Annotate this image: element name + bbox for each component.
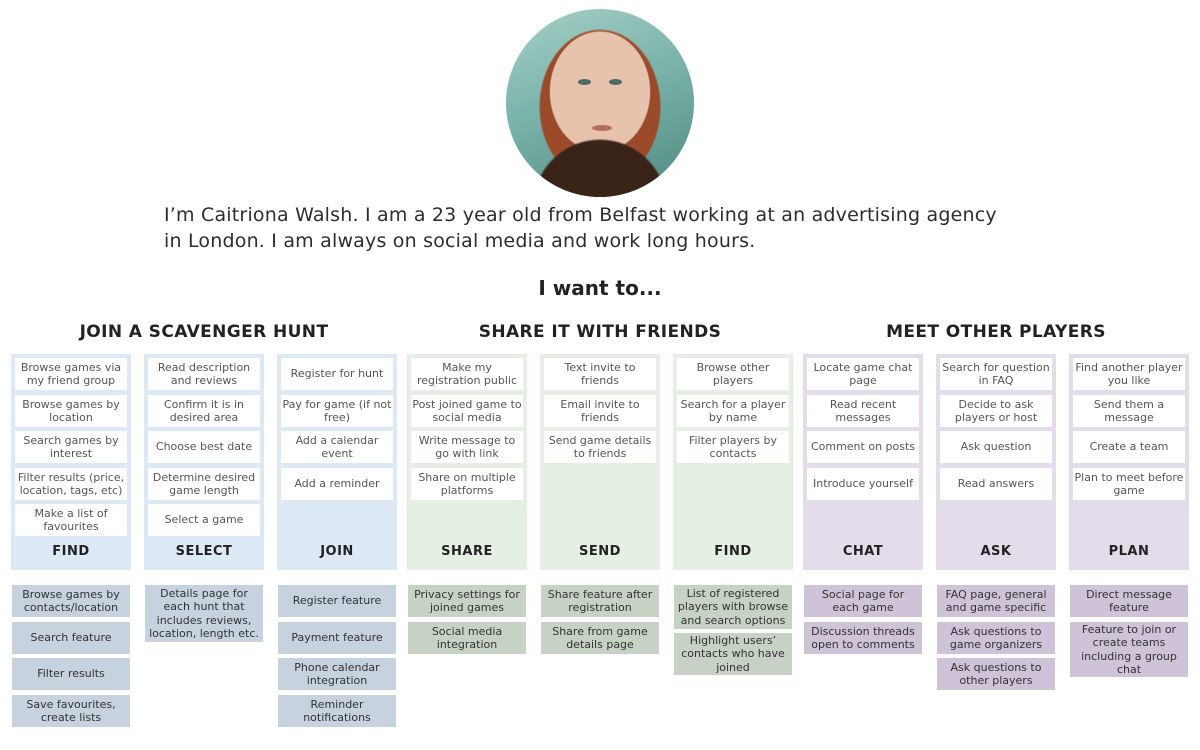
feature-card: Discussion threads open to comments [804, 622, 922, 654]
task-card: Read answers [940, 468, 1052, 500]
task-card: Share on multiple platforms [411, 468, 523, 500]
persona-intro-line2: in London. I am always on social media a… [164, 230, 756, 252]
task-card: Decide to ask players or host [940, 395, 1052, 427]
feature-card: Payment feature [278, 622, 396, 654]
task-card: Write message to go with link [411, 431, 523, 463]
task-card: Browse other players [677, 358, 789, 390]
task-card: Introduce yourself [807, 468, 919, 500]
feature-card: FAQ page, general and game specific [937, 585, 1055, 617]
feature-card: Highlight users’ contacts who have joine… [674, 633, 792, 675]
task-card: Make my registration public [411, 358, 523, 390]
column-label-join: JOIN [320, 544, 354, 559]
column-label-plan: PLAN [1108, 544, 1150, 559]
column-label-find: FIND [714, 544, 752, 559]
eye-left [578, 79, 591, 85]
task-card: Find another player you like [1073, 358, 1185, 390]
task-card: Read recent messages [807, 395, 919, 427]
task-card: Create a team [1073, 431, 1185, 463]
task-card: Browse games by location [15, 395, 127, 427]
feature-card: Ask questions to other players [937, 658, 1055, 690]
group-title-share: SHARE IT WITH FRIENDS [478, 322, 722, 342]
task-card: Plan to meet before game [1073, 468, 1185, 500]
persona-intro-line1: I’m Caitriona Walsh. I am a 23 year old … [164, 204, 997, 226]
group-title-meet: MEET OTHER PLAYERS [886, 322, 1106, 342]
task-card: Make a list of favourites [15, 504, 127, 536]
task-card: Post joined game to social media [411, 395, 523, 427]
task-card: Add a reminder [281, 468, 393, 500]
feature-card: Details page for each hunt that includes… [145, 585, 263, 642]
task-card: Register for hunt [281, 358, 393, 390]
column-label-ask: ASK [980, 544, 1012, 559]
column-label-select: SELECT [175, 544, 233, 559]
column-find-games: Browse games via my friend group Browse … [11, 354, 131, 570]
column-chat: Locate game chat page Read recent messag… [803, 354, 923, 570]
column-label-share: SHARE [441, 544, 493, 559]
column-send: Text invite to friends Email invite to f… [540, 354, 660, 570]
task-card: Browse games via my friend group [15, 358, 127, 390]
column-plan: Find another player you like Send them a… [1069, 354, 1189, 570]
task-card: Ask question [940, 431, 1052, 463]
lips [592, 125, 612, 131]
feature-card: Search feature [12, 622, 130, 654]
task-card: Search for question in FAQ [940, 358, 1052, 390]
feature-card: Filter results [12, 658, 130, 690]
group-title-join: JOIN A SCAVENGER HUNT [79, 322, 329, 342]
feature-card: Save favourites, create lists [12, 695, 130, 727]
task-card: Filter results (price, location, tags, e… [15, 468, 127, 500]
feature-card: List of registered players with browse a… [674, 585, 792, 629]
column-select: Read description and reviews Confirm it … [144, 354, 264, 570]
feature-card: Share from game details page [541, 622, 659, 654]
feature-card: Feature to join or create teams includin… [1070, 622, 1188, 677]
feature-card: Phone calendar integration [278, 658, 396, 690]
feature-card: Share feature after registration [541, 585, 659, 617]
task-card: Email invite to friends [544, 395, 656, 427]
eye-right [609, 79, 622, 85]
column-label-send: SEND [579, 544, 621, 559]
task-card: Send them a message [1073, 395, 1185, 427]
persona-intro: I’m Caitriona Walsh. I am a 23 year old … [164, 202, 1064, 254]
task-card: Confirm it is in desired area [148, 395, 260, 427]
task-card: Text invite to friends [544, 358, 656, 390]
column-label-find: FIND [52, 544, 90, 559]
task-card: Search games by interest [15, 431, 127, 463]
feature-card: Direct message feature [1070, 585, 1188, 617]
task-card: Pay for game (if not free) [281, 395, 393, 427]
feature-card: Ask questions to game organizers [937, 622, 1055, 654]
task-card: Send game details to friends [544, 431, 656, 463]
column-label-chat: CHAT [842, 544, 884, 559]
want-heading: I want to... [538, 276, 662, 300]
feature-card: Privacy settings for joined games [408, 585, 526, 617]
task-card: Choose best date [148, 431, 260, 463]
task-card: Read description and reviews [148, 358, 260, 390]
feature-card: Social page for each game [804, 585, 922, 617]
task-card: Search for a player by name [677, 395, 789, 427]
column-ask: Search for question in FAQ Decide to ask… [936, 354, 1056, 570]
column-find-players: Browse other players Search for a player… [673, 354, 793, 570]
task-card: Add a calendar event [281, 431, 393, 463]
feature-card: Browse games by contacts/location [12, 585, 130, 617]
feature-card: Reminder notifications [278, 695, 396, 727]
task-card: Determine desired game length [148, 468, 260, 500]
persona-photo [506, 9, 694, 197]
task-card: Select a game [148, 504, 260, 536]
column-share: Make my registration public Post joined … [407, 354, 527, 570]
feature-card: Register feature [278, 585, 396, 617]
feature-card: Social media integration [408, 622, 526, 654]
column-join: Register for hunt Pay for game (if not f… [277, 354, 397, 570]
task-card: Locate game chat page [807, 358, 919, 390]
task-card: Comment on posts [807, 431, 919, 463]
task-card: Filter players by contacts [677, 431, 789, 463]
